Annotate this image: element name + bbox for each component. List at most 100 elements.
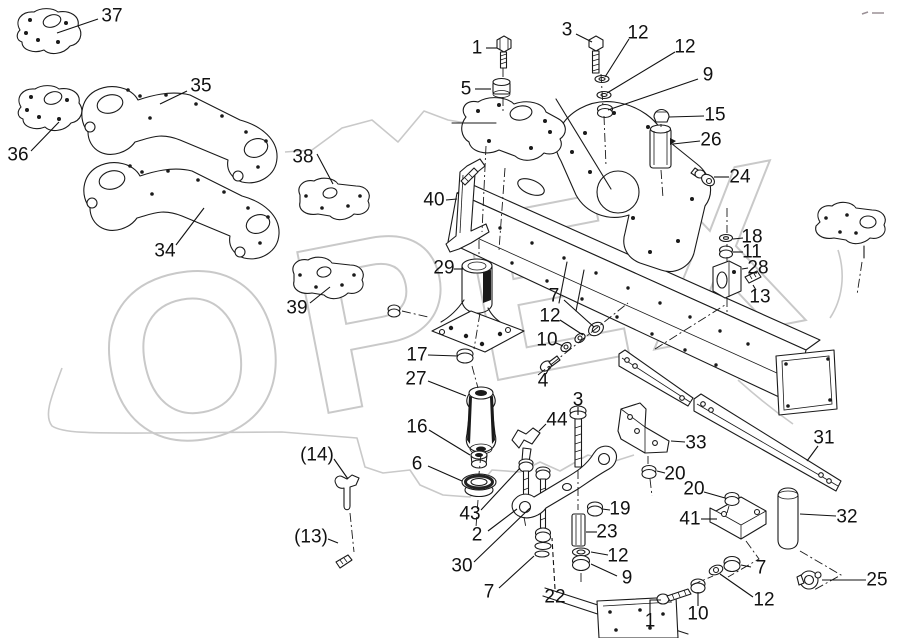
part-label-34: 34 (154, 241, 176, 262)
leader-line-12 (606, 51, 676, 94)
leader-line-7 (498, 555, 535, 589)
part-26-spacer (649, 124, 676, 169)
leader-line-13 (327, 538, 339, 544)
part-31-rail (693, 393, 842, 492)
part-label-27: 27 (405, 369, 426, 390)
part-label-1: 1 (472, 38, 483, 59)
top-mount-bracket (451, 97, 566, 161)
part-label-12: 12 (674, 37, 695, 58)
leader-line-9 (607, 78, 699, 111)
beam-end-plate (775, 349, 838, 416)
part-label-19: 19 (609, 499, 630, 520)
leader-line-39 (309, 286, 331, 304)
part-13-roll-pin (744, 270, 762, 284)
part-label-17: 17 (406, 345, 427, 366)
part-29-pivot-bracket (431, 258, 525, 353)
corner-marks (861, 11, 884, 15)
leader-line-22 (551, 537, 556, 590)
part-43-bolt (518, 458, 534, 515)
part-40-bracket (445, 158, 490, 253)
part-1-bolt-bottom (656, 588, 692, 605)
leader-line-2 (487, 508, 518, 532)
part-3-bolt-top (588, 35, 604, 74)
part-28-block (712, 260, 742, 299)
part-label-4: 4 (538, 371, 549, 392)
part-label-9: 9 (622, 568, 633, 589)
part-label-20: 20 (664, 464, 685, 485)
part-label-12: 12 (753, 590, 774, 611)
part-label-7: 7 (756, 558, 767, 579)
leader-line-12 (559, 319, 584, 336)
part-7-nut-bottom (723, 555, 741, 573)
leader-line-27 (427, 380, 467, 397)
part-label-5: 5 (461, 79, 472, 100)
part-label-32: 32 (836, 507, 857, 528)
part-24-fitting (690, 167, 715, 187)
leader-line-35 (159, 90, 188, 105)
watermark-stroke-right2 (737, 379, 794, 425)
part-label-31: 31 (813, 428, 834, 449)
leader-line-12 (604, 38, 630, 78)
part-label-25: 25 (866, 570, 887, 591)
part-14-linch-pin (334, 474, 360, 511)
leader-line-12 (719, 573, 754, 598)
part-3-bolt-lower (569, 405, 587, 468)
part-label-40: 40 (423, 190, 444, 211)
washers-12-12-nut-9-top (594, 74, 614, 119)
leader-line-38 (316, 153, 334, 185)
part-label-28: 28 (747, 258, 768, 279)
part-label-11: 11 (742, 242, 762, 263)
part-label-6: 6 (412, 454, 423, 475)
part-label-7: 7 (484, 582, 495, 603)
leader-line-40 (445, 198, 458, 201)
leader-line-9 (590, 563, 618, 577)
part-6-ring (461, 473, 497, 498)
lower-beam-cutoff (542, 587, 689, 638)
part-label-12: 12 (607, 546, 628, 567)
leader-line-20 (703, 491, 726, 499)
part-label-7: 7 (549, 286, 560, 307)
leader-line-34 (175, 207, 205, 246)
beam-bolt-dots (498, 226, 750, 367)
leader-line-6 (427, 465, 463, 482)
part-label-29: 29 (433, 258, 454, 279)
right-mount-plate (815, 201, 886, 259)
leader-lines (30, 18, 866, 613)
leader-line-37 (56, 18, 99, 34)
part-20-nut-a (641, 464, 657, 480)
part-37-plate (16, 8, 82, 55)
part-32-roller (777, 487, 799, 550)
part-36-plate (17, 85, 83, 132)
part-27-sleeve (465, 386, 497, 455)
part-19-nut (586, 501, 604, 517)
small-nut-left (387, 304, 401, 318)
part-label-12: 12 (539, 306, 560, 327)
part-label-13: (13) (294, 527, 328, 548)
leader-line-20 (656, 470, 666, 474)
part-label-35: 35 (190, 76, 211, 97)
part-label-18: 18 (741, 227, 762, 248)
part-label-16: 16 (406, 417, 427, 438)
part-label-13: 13 (749, 287, 770, 308)
part-25-bolt (796, 570, 822, 590)
watermark-stroke-right1 (829, 249, 843, 319)
part-label-23: 23 (596, 522, 617, 543)
part-label-14: (14) (300, 445, 334, 466)
part-label-3: 3 (573, 390, 584, 411)
part-23-spacer-column (571, 513, 591, 572)
flat-bar (618, 349, 694, 407)
part-label-10: 10 (687, 604, 708, 625)
part-12-washer-bottom (708, 564, 724, 576)
part-label-43: 43 (459, 504, 480, 525)
leader-line-36 (30, 121, 60, 152)
leader-line-7 (563, 299, 595, 328)
part-label-24: 24 (729, 167, 751, 188)
part-10-nut-bottom (690, 578, 706, 594)
leader-line-43 (480, 467, 521, 511)
leader-line-30 (473, 507, 531, 563)
part-label-1: 1 (645, 611, 656, 632)
part-label-38: 38 (292, 147, 313, 168)
part-label-9: 9 (703, 65, 714, 86)
